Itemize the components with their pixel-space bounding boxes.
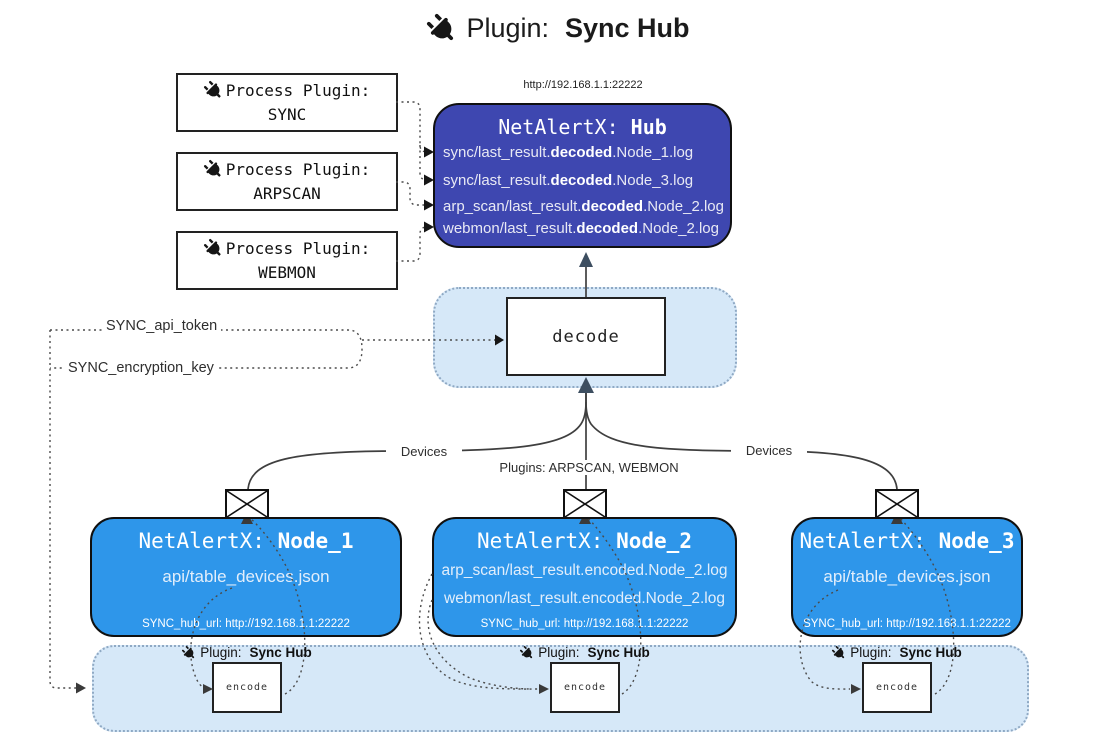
plug-icon	[179, 643, 199, 663]
plug-icon	[421, 7, 463, 49]
envelope-icon	[563, 489, 607, 519]
process-plugin-box-webmon: Process Plugin: WEBMON	[176, 231, 398, 290]
hub-log-line: sync/last_result.decoded.Node_3.log	[443, 172, 694, 189]
encode-box: encode	[862, 662, 932, 713]
process-plugin-name: ARPSCAN	[253, 183, 321, 203]
envelope-icon	[875, 489, 919, 519]
process-plugin-box-arpscan: Process Plugin: ARPSCAN	[176, 152, 398, 211]
page-title: Plugin: Sync Hub	[0, 13, 1117, 44]
node-file-line: webmon/last_result.encoded.Node_2.log	[444, 590, 725, 607]
arrow-into-hub	[579, 252, 593, 267]
hub-log-line: webmon/last_result.decoded.Node_2.log	[443, 220, 719, 237]
sync-connector	[396, 101, 429, 181]
hub-log-line: sync/last_result.decoded.Node_1.log	[443, 144, 694, 161]
plug-icon	[200, 235, 227, 262]
encode-plugin-label: Plugin:Sync Hub	[157, 645, 337, 660]
sync-api-token-label: SYNC_api_token	[102, 318, 222, 334]
plug-icon	[829, 643, 849, 663]
hub-box: NetAlertX: Hub sync/last_result.decoded.…	[433, 103, 732, 248]
page-title-name: Sync Hub	[565, 13, 690, 43]
node-title: NetAlertX: Node_1	[138, 529, 354, 553]
plug-icon	[517, 643, 537, 663]
process-plugin-name: WEBMON	[258, 262, 316, 282]
process-plugin-label: Process Plugin:	[225, 159, 371, 179]
node-box-node3: NetAlertX: Node_3 api/table_devices.json…	[791, 517, 1023, 637]
node-hub-url: SYNC_hub_url: http://192.168.1.1:22222	[803, 618, 1011, 630]
encode-box: encode	[550, 662, 620, 713]
hub-url: http://192.168.1.1:22222	[523, 79, 643, 91]
settings-rail-down	[49, 330, 77, 689]
process-plugin-box-sync: Process Plugin: SYNC	[176, 73, 398, 132]
webmon-connector	[396, 226, 429, 262]
devices-label-right: Devices	[731, 443, 807, 458]
encode-plugin-label: Plugin:Sync Hub	[495, 645, 675, 660]
node-box-node1: NetAlertX: Node_1 api/table_devices.json…	[90, 517, 402, 637]
hub-log-line: arp_scan/last_result.decoded.Node_2.log	[443, 198, 724, 215]
node-file-line: api/table_devices.json	[823, 567, 991, 586]
hub-title: NetAlertX: Hub	[498, 115, 667, 139]
plug-icon	[200, 77, 227, 104]
arpscan-connector	[396, 181, 429, 206]
node-title: NetAlertX: Node_3	[799, 529, 1015, 553]
plug-icon	[200, 156, 227, 183]
process-plugin-label: Process Plugin:	[225, 238, 371, 258]
process-plugin-name: SYNC	[267, 104, 307, 124]
process-plugin-label: Process Plugin:	[225, 80, 371, 100]
page-title-prefix: Plugin:	[466, 13, 550, 43]
node-hub-url: SYNC_hub_url: http://192.168.1.1:22222	[142, 618, 350, 630]
devices-label-left: Devices	[386, 444, 462, 459]
node-title: NetAlertX: Node_2	[477, 529, 692, 553]
encode-box: encode	[212, 662, 282, 713]
node-file-line: api/table_devices.json	[162, 567, 330, 586]
plugins-label-middle: Plugins: ARPSCAN, WEBMON	[488, 460, 690, 475]
encode-plugin-label: Plugin:Sync Hub	[807, 645, 987, 660]
envelope-icon	[225, 489, 269, 519]
decode-box: decode	[506, 297, 666, 376]
node-hub-url: SYNC_hub_url: http://192.168.1.1:22222	[480, 618, 689, 630]
node-file-line: arp_scan/last_result.encoded.Node_2.log	[441, 562, 728, 579]
sync-encryption-key-label: SYNC_encryption_key	[64, 360, 218, 376]
node-box-node2: NetAlertX: Node_2 arp_scan/last_result.e…	[432, 517, 737, 637]
